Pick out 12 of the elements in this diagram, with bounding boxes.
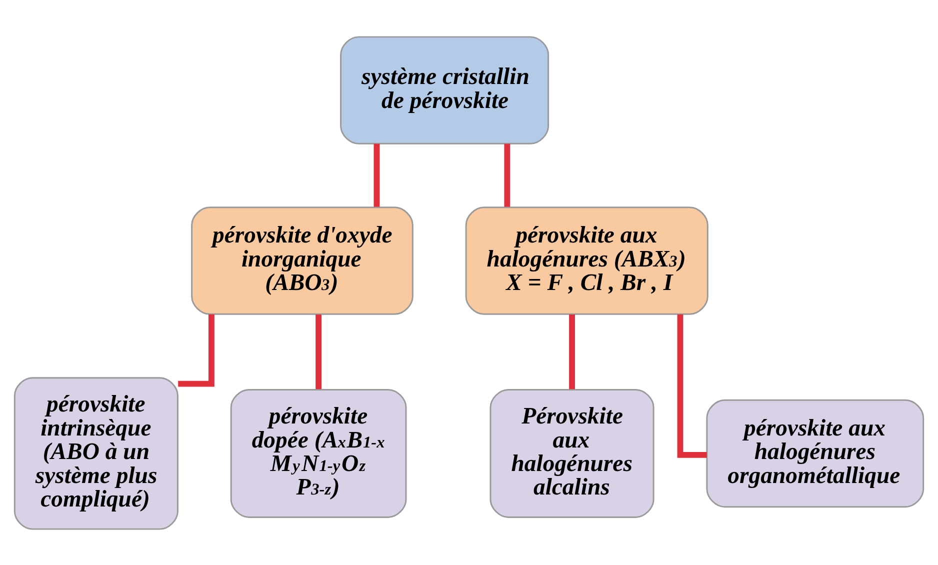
connector — [178, 314, 214, 386]
node-box: pérovskite intrinsèque (ABO à un système plus compliqué) — [14, 376, 178, 530]
node-box: pérovskite dopée (AxB1-x MyN1-yOz P3-z) — [230, 388, 407, 518]
connector — [569, 314, 575, 389]
node-box: pérovskite aux halogénures (ABX3) X = F , Cl , Br , I — [465, 206, 708, 314]
node-box: système cristallin de pérovskite — [340, 36, 550, 144]
node-box: pérovskite d'oxyde inorganique (ABO3) — [191, 206, 414, 314]
connector — [504, 143, 510, 206]
node-box: Pérovskite aux halogénures alcalins — [490, 388, 654, 518]
node-box: pérovskite aux halogénures organométallique — [706, 398, 924, 508]
connector — [316, 314, 322, 389]
connector — [374, 143, 380, 206]
